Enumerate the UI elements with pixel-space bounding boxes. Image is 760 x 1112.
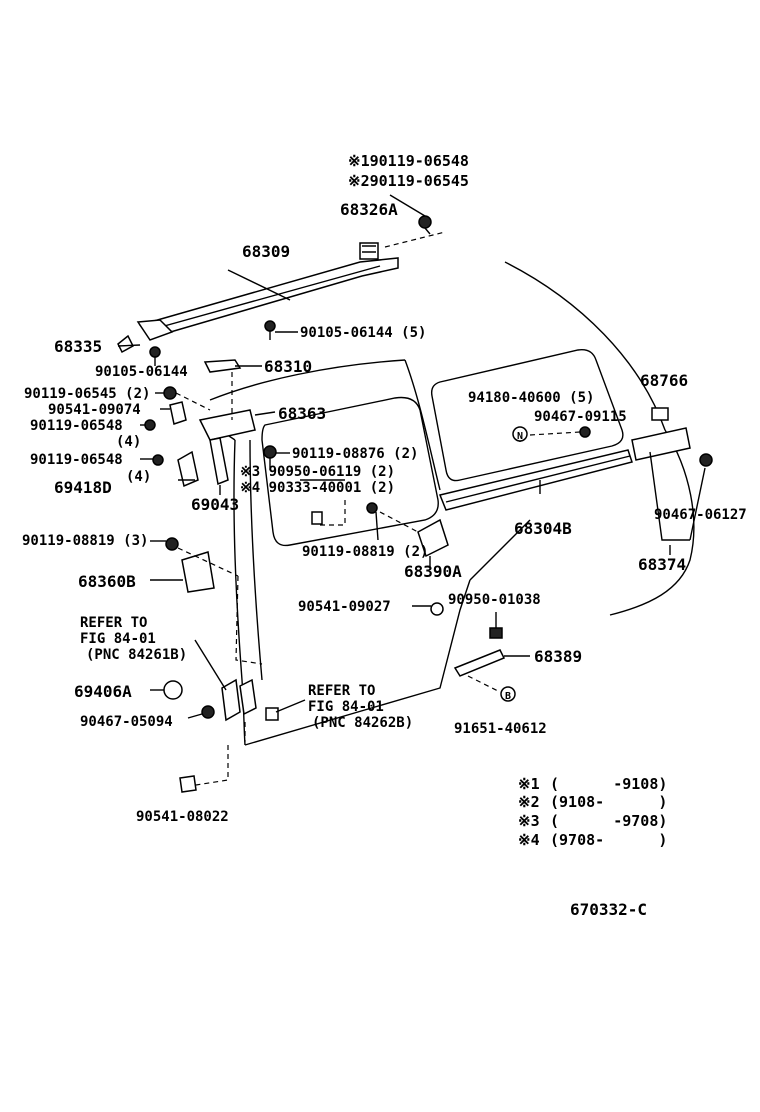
label-p26: 90950-01038 <box>448 592 541 608</box>
label-p33: FIG 84-01 <box>308 699 384 715</box>
label-p30: 68389 <box>534 647 582 666</box>
marker-b-text: B <box>505 691 511 702</box>
label-p20: 69043 <box>191 495 239 514</box>
label-p19: 69418D <box>54 478 112 497</box>
label-p44: 670332-C <box>570 900 647 919</box>
circle-markers: N B <box>500 426 528 702</box>
label-p22: 90119-08819 (2) <box>302 544 428 560</box>
label-p35: 90467-05094 <box>80 714 173 730</box>
legend-range-3: ( -9708) <box>550 812 667 830</box>
marker-n <box>512 426 528 442</box>
label-p43: 68374 <box>638 555 686 574</box>
legend-key-4: ※4 <box>518 831 540 849</box>
label-p4: 68309 <box>242 242 290 261</box>
legend-range-2: (9108- ) <box>550 793 667 811</box>
label-p10: 90541-09074 <box>48 402 141 418</box>
label-p9: 90119-06545 (2) <box>24 386 150 402</box>
legend-key-2: ※2 <box>518 793 540 811</box>
label-p37: 90541-08022 <box>136 809 229 825</box>
label-p18: ※4 90333-40001 (2) <box>240 480 395 496</box>
legend-range-1: ( -9108) <box>550 775 667 793</box>
label-p25: 90541-09027 <box>298 599 391 615</box>
marker-b <box>500 686 516 702</box>
label-p29: (PNC 84261B) <box>86 647 187 663</box>
label-p41: 68304B <box>514 519 572 538</box>
part-labels: ※190119-06548 ※290119-06545 68326A 68309… <box>22 152 747 919</box>
label-p23: 68390A <box>404 562 462 581</box>
label-p38: 68766 <box>640 371 688 390</box>
label-p1: ※190119-06548 <box>348 152 469 170</box>
leader-lines <box>117 194 706 786</box>
label-p15: 90119-06548 <box>30 452 123 468</box>
marker-n-text: N <box>517 431 523 442</box>
label-p28: FIG 84-01 <box>80 631 156 647</box>
label-p36: 91651-40612 <box>454 721 547 737</box>
label-p16: (4) <box>126 469 151 485</box>
label-p2: ※290119-06545 <box>348 172 469 190</box>
legend-key-3: ※3 <box>518 812 540 830</box>
label-p5: 68335 <box>54 337 102 356</box>
label-p39: 94180-40600 (5) <box>468 390 594 406</box>
label-p42: 90467-06127 <box>654 507 747 523</box>
label-p8: 68310 <box>264 357 312 376</box>
label-p3: 68326A <box>340 200 398 219</box>
legend: ※1 ( -9108) ※2 (9108- ) ※3 ( -9708) ※4 (… <box>518 775 667 849</box>
label-p7: 90105-06144 <box>95 364 188 380</box>
label-p34: (PNC 84262B) <box>312 715 413 731</box>
label-p24: 68360B <box>78 572 136 591</box>
label-p14: 90119-08876 (2) <box>292 446 418 462</box>
label-p40: 90467-09115 <box>534 409 627 425</box>
label-p31: 69406A <box>74 682 132 701</box>
legend-range-4: (9708- ) <box>550 831 667 849</box>
label-p11: 68363 <box>278 404 326 423</box>
part-shapes <box>117 215 713 793</box>
label-p6: 90105-06144 (5) <box>300 325 426 341</box>
label-p21: 90119-08819 (3) <box>22 533 148 549</box>
label-p13: (4) <box>116 434 141 450</box>
label-p17: ※3 90950-06119 (2) <box>240 464 395 480</box>
legend-key-1: ※1 <box>518 775 540 793</box>
label-p32: REFER TO <box>308 683 375 699</box>
label-p12: 90119-06548 <box>30 418 123 434</box>
label-p27: REFER TO <box>80 615 147 631</box>
